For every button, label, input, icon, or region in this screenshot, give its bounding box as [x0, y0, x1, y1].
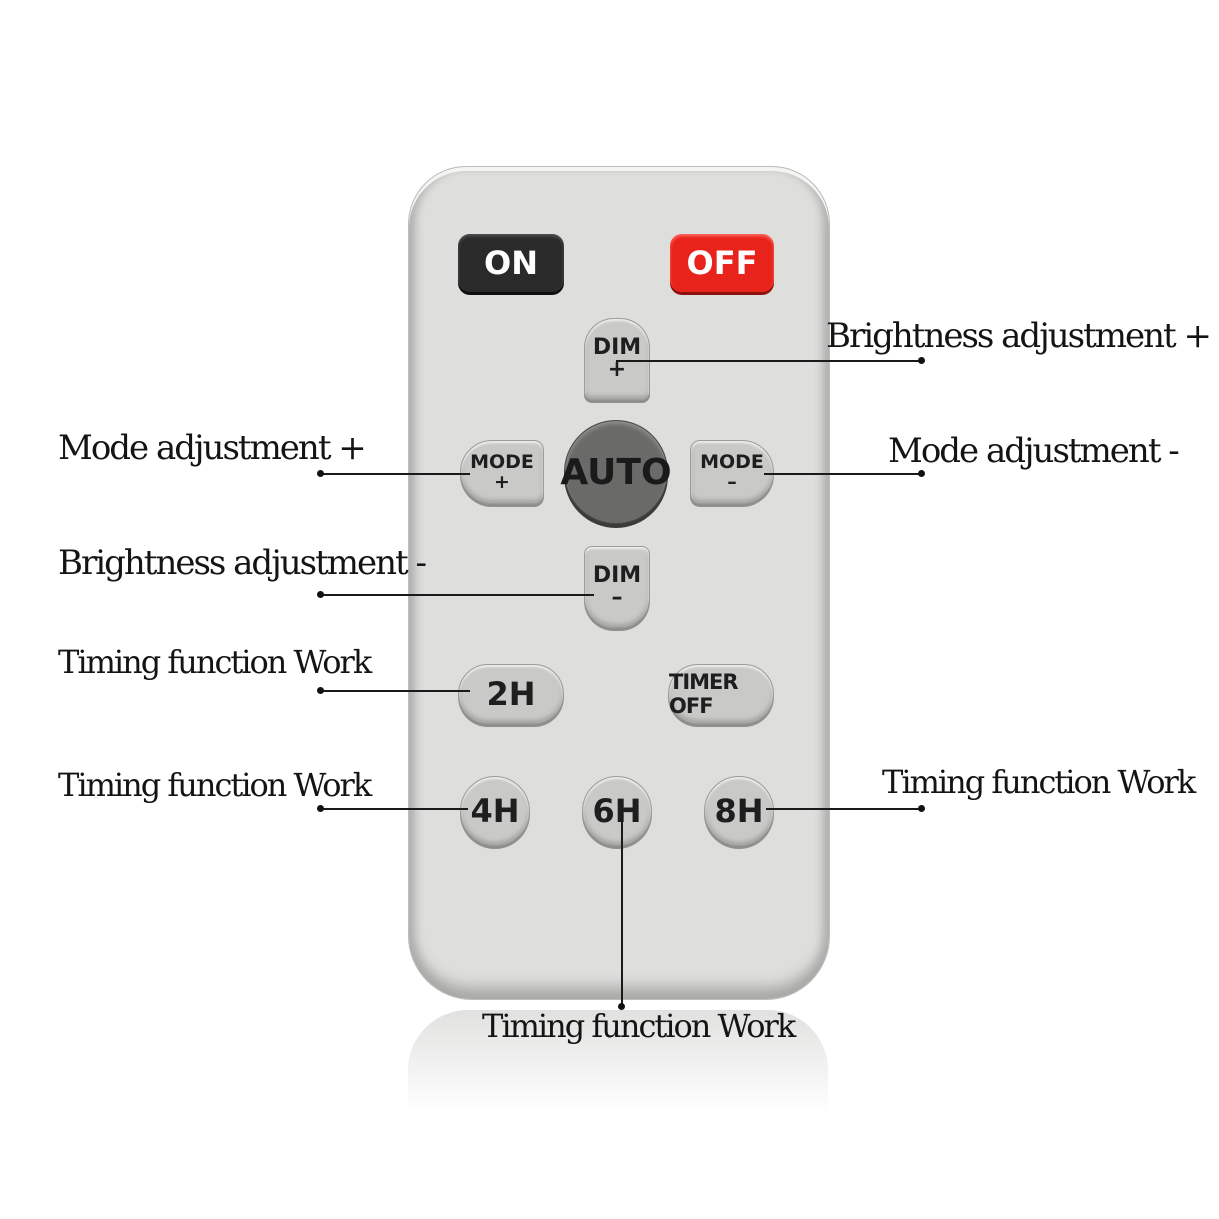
leader-brightness-minus — [320, 594, 594, 596]
leader-mode-minus — [764, 473, 922, 475]
leader-dot — [317, 470, 324, 477]
timer-2h-button[interactable]: 2H — [458, 664, 564, 724]
mode-minus-button[interactable]: MODE – — [690, 440, 774, 504]
timer-off-button[interactable]: TIMER OFF — [668, 664, 774, 724]
on-button[interactable]: ON — [458, 234, 564, 292]
label-mode-minus: Mode adjustment - — [888, 431, 1180, 471]
dim-up-label: DIM — [592, 335, 642, 360]
dim-down-label: DIM — [592, 563, 642, 588]
leader-timing-6h — [621, 812, 623, 1006]
leader-timing-2h — [320, 690, 470, 692]
leader-timing-8h — [766, 808, 922, 810]
leader-dot — [317, 687, 324, 694]
label-timing-4h: Timing function Work — [58, 766, 372, 804]
leader-dot — [317, 805, 324, 812]
leader-timing-4h — [320, 808, 468, 810]
leader-dot — [618, 1003, 625, 1010]
mode-minus-label: MODE — [700, 451, 764, 473]
leader-dot — [918, 470, 925, 477]
label-timing-6h: Timing function Work — [482, 1007, 796, 1045]
remote-reflection — [408, 1010, 828, 1130]
off-button[interactable]: OFF — [670, 234, 774, 292]
leader-mode-plus — [320, 473, 470, 475]
mode-minus-sign: – — [727, 471, 737, 493]
label-brightness-plus: Brightness adjustment + — [826, 316, 1212, 356]
leader-brightness-plus — [616, 360, 922, 362]
mode-plus-sign: + — [494, 471, 510, 493]
label-brightness-minus: Brightness adjustment - — [58, 543, 427, 583]
mode-plus-label: MODE — [470, 451, 534, 473]
timer-8h-button[interactable]: 8H — [704, 776, 774, 846]
dim-down-sign: – — [611, 585, 623, 610]
mode-plus-button[interactable]: MODE + — [460, 440, 544, 504]
timer-4h-button[interactable]: 4H — [460, 776, 530, 846]
leader-dot — [918, 357, 925, 364]
leader-dot — [317, 591, 324, 598]
label-timing-2h: Timing function Work — [58, 643, 372, 681]
dim-up-button[interactable]: DIM + — [584, 318, 650, 400]
dim-down-button[interactable]: DIM – — [584, 546, 650, 628]
dim-up-sign: + — [607, 357, 627, 382]
timer-6h-button[interactable]: 6H — [582, 776, 652, 846]
auto-button[interactable]: AUTO — [560, 420, 672, 524]
label-timing-8h: Timing function Work — [882, 763, 1196, 801]
label-mode-plus: Mode adjustment + — [58, 428, 367, 468]
leader-dot — [918, 805, 925, 812]
